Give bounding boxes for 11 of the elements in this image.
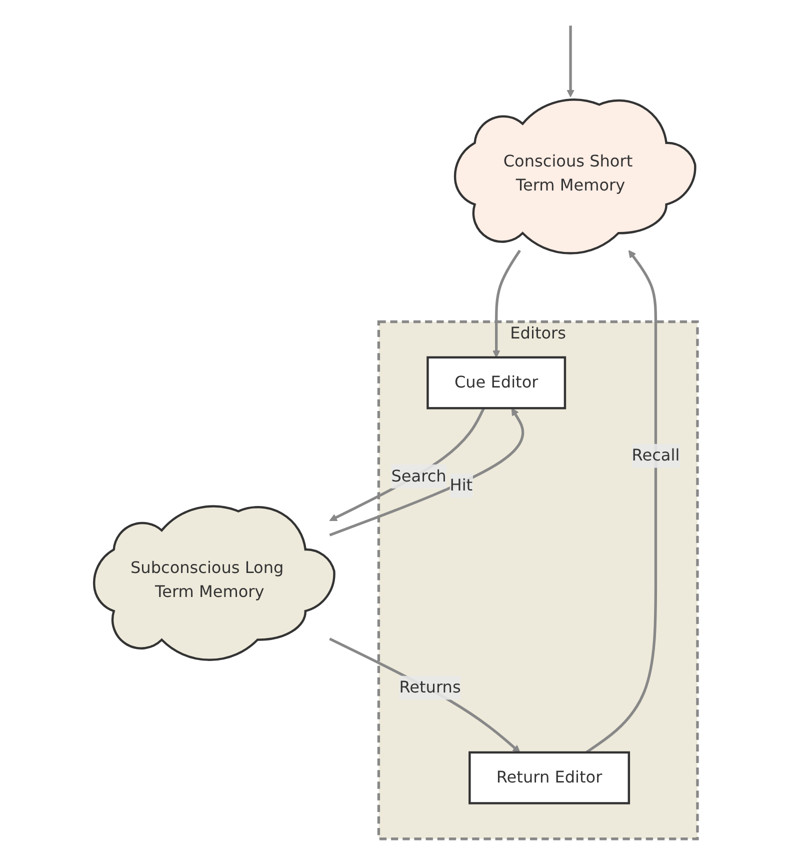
edge-label: Recall — [632, 446, 680, 465]
node-box: Cue Editor — [426, 356, 566, 409]
arrow — [329, 407, 524, 536]
edge-label: Returns — [399, 678, 461, 697]
arrow — [330, 407, 486, 521]
edge-label: Search — [391, 466, 447, 486]
node-box: Return Editor — [468, 750, 630, 804]
arrow — [566, 25, 575, 97]
arrow — [492, 249, 522, 358]
arrow — [329, 637, 520, 752]
edge-label: Hit — [450, 476, 473, 495]
